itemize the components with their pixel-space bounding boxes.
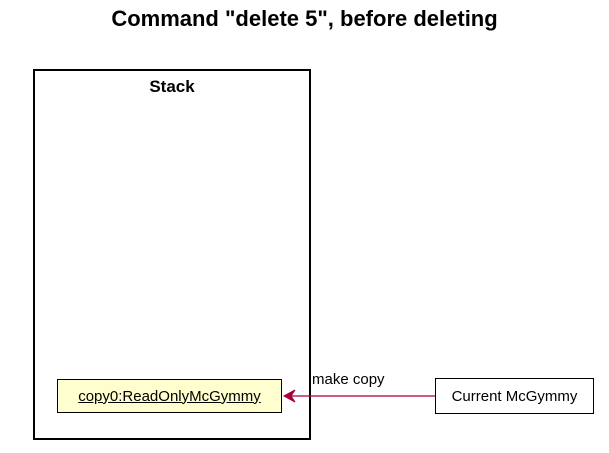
stack-label: Stack: [149, 77, 195, 96]
make-copy-label: make copy: [312, 371, 385, 388]
stack-frame: Stack: [33, 69, 311, 440]
current-mcgymmy-label: Current McGymmy: [451, 387, 578, 405]
diagram-title: Command "delete 5", before deleting: [111, 6, 498, 31]
copy0-node: copy0:ReadOnlyMcGymmy: [57, 379, 282, 413]
current-mcgymmy-node: Current McGymmy: [435, 378, 594, 414]
copy0-label: copy0:ReadOnlyMcGymmy: [78, 387, 261, 405]
